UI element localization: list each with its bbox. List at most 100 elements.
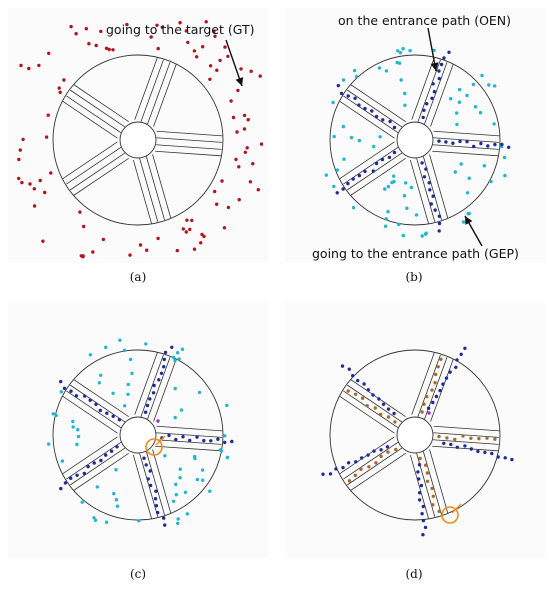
- target-dot: [212, 29, 216, 34]
- target-dot: [188, 227, 192, 232]
- oen-dot: [170, 345, 174, 349]
- oen-dot: [420, 161, 424, 165]
- target-dot: [18, 148, 22, 152]
- gep-dot: [93, 518, 98, 522]
- path-arm-line: [145, 156, 165, 220]
- target-dot: [17, 176, 21, 181]
- annotation-gt: going to the target (GT): [106, 22, 255, 37]
- target-dot: [104, 46, 109, 50]
- gep-dot: [173, 358, 177, 363]
- gep-dot: [47, 442, 51, 446]
- oen-dot: [167, 433, 171, 438]
- gep-dot: [126, 392, 130, 396]
- path-arm-line: [409, 454, 429, 519]
- oen-dot: [437, 229, 441, 233]
- path-arm-line: [411, 352, 435, 415]
- gep-dot: [223, 434, 227, 438]
- oen-dot: [458, 139, 462, 144]
- navy-dot: [321, 472, 325, 476]
- gep-dot: [465, 191, 470, 195]
- gep-dot: [341, 124, 346, 129]
- gep-dot: [392, 174, 396, 178]
- oen-dot: [427, 181, 431, 185]
- target-dot: [184, 230, 188, 234]
- path-arm-line: [417, 59, 441, 123]
- target-dot: [185, 218, 189, 222]
- path-arm-line: [343, 441, 399, 480]
- target-dot: [82, 224, 86, 229]
- gep-dot: [349, 135, 354, 140]
- annotation-gt-arrow-head: [235, 77, 244, 86]
- path-arm-line: [350, 84, 406, 122]
- oen-dot: [162, 516, 166, 520]
- annotation-oen-arrow-head: [430, 62, 439, 71]
- oen-dot: [98, 408, 103, 413]
- path-arm-line: [422, 451, 442, 515]
- oen-dot: [388, 119, 392, 124]
- oen-dot: [431, 82, 435, 86]
- target-dot: [32, 187, 36, 191]
- brown-dot: [394, 447, 398, 452]
- oen-dot: [188, 438, 192, 443]
- target-dot: [246, 118, 250, 122]
- target-dot: [200, 232, 204, 237]
- navy-dot: [386, 407, 391, 411]
- gep-dot: [457, 100, 462, 104]
- gep-dot: [183, 490, 188, 494]
- gep-dot: [405, 206, 409, 210]
- path-arm-line: [347, 89, 403, 128]
- gep-dot: [178, 476, 182, 480]
- path-arm-line: [62, 395, 118, 434]
- gep-dot: [76, 434, 81, 439]
- path-arm-line: [70, 384, 126, 423]
- gep-dot: [462, 220, 466, 224]
- brown-dot: [437, 509, 441, 513]
- target-dot: [215, 202, 219, 206]
- oen-dot: [216, 437, 220, 441]
- path-arm-line: [343, 390, 399, 429]
- target-dot: [213, 34, 217, 38]
- target-dot: [44, 135, 49, 139]
- orange-marker-tail: [155, 435, 166, 446]
- target-dot: [69, 24, 73, 29]
- navy-dot: [421, 504, 425, 509]
- gep-dot: [172, 355, 176, 360]
- gep-dot: [401, 47, 405, 51]
- oen-dot: [431, 194, 435, 198]
- oen-dot: [479, 141, 483, 146]
- path-arm-line: [73, 379, 129, 417]
- target-dot: [156, 46, 160, 51]
- gep-dot: [176, 521, 180, 525]
- panel-a: [8, 8, 268, 263]
- path-arm-line: [339, 141, 395, 180]
- target-dot: [215, 68, 219, 72]
- path-arm-line: [429, 449, 449, 514]
- navy-dot: [392, 411, 396, 416]
- brown-dot: [359, 467, 363, 471]
- path-arm-line: [432, 150, 499, 157]
- brown-dot: [424, 463, 428, 467]
- navy-dot: [385, 445, 390, 449]
- target-dot: [226, 54, 230, 58]
- target-dot: [17, 157, 21, 162]
- brown-dot: [360, 396, 365, 400]
- gep-dot: [420, 234, 424, 238]
- oen-dot: [115, 445, 119, 449]
- target-dot: [248, 180, 253, 184]
- brown-dot: [386, 415, 391, 419]
- navy-dot: [434, 394, 439, 399]
- path-arm-line: [156, 130, 223, 137]
- oen-dot: [439, 62, 444, 67]
- hub-circle: [119, 416, 157, 454]
- path-arm-line: [432, 144, 499, 150]
- navy-dot: [420, 512, 424, 516]
- gep-dot: [174, 493, 178, 497]
- gep-dot: [123, 404, 127, 408]
- path-arm-line: [145, 451, 165, 515]
- gep-dot: [71, 425, 75, 429]
- target-dot: [21, 137, 25, 142]
- oen-dot: [163, 350, 168, 355]
- target-dot: [178, 21, 182, 25]
- path-arm-line: [152, 449, 172, 514]
- oen-dot: [339, 91, 344, 96]
